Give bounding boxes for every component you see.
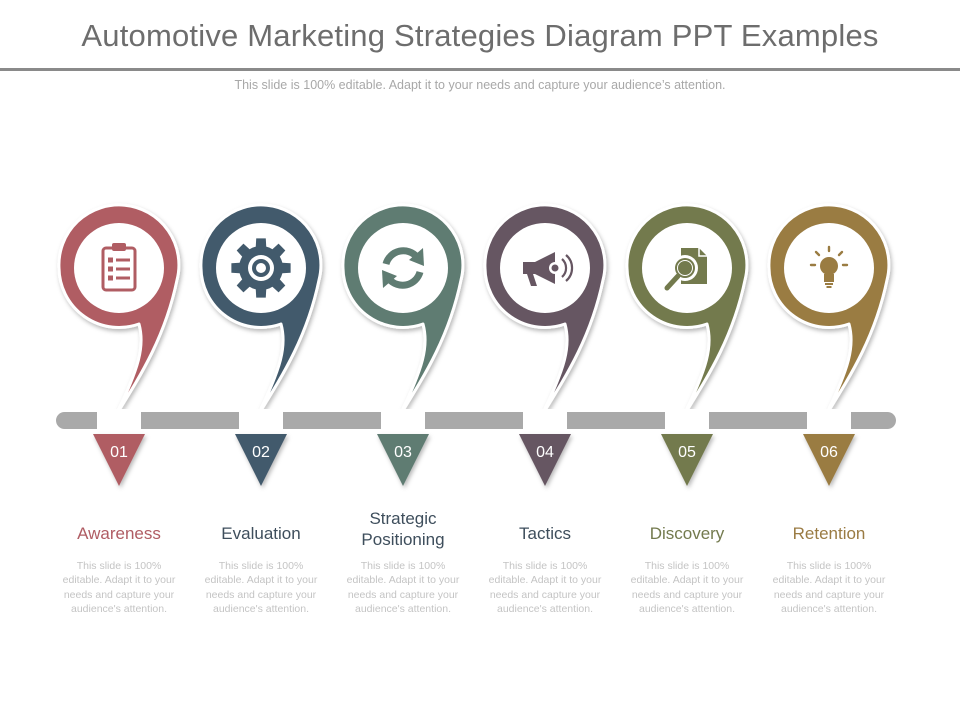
step-label: Discovery — [649, 524, 725, 543]
step-label: Retention — [792, 524, 866, 543]
step-number: 03 — [394, 444, 412, 461]
refresh-icon — [382, 247, 424, 289]
step-number: 05 — [678, 444, 696, 461]
step-label: Tactics — [519, 524, 571, 543]
document-search-icon — [664, 248, 707, 291]
megaphone-icon — [523, 252, 574, 286]
step-pin — [767, 203, 891, 417]
step-marker: 06 — [803, 409, 855, 486]
step-pin — [341, 203, 465, 417]
step-label: Evaluation — [221, 524, 301, 543]
timeline-bar — [56, 412, 896, 429]
step-description: This slide is 100% editable. Adapt it to… — [204, 560, 318, 615]
step-label: Strategic Positioning — [361, 509, 445, 549]
step-description: This slide is 100% editable. Adapt it to… — [630, 560, 744, 615]
page-subtitle: This slide is 100% editable. Adapt it to… — [234, 78, 726, 92]
step-marker: 02 — [235, 409, 287, 486]
step-pin — [483, 203, 607, 417]
step-pin — [625, 203, 749, 417]
title-divider — [0, 68, 960, 71]
page-title: Automotive Marketing Strategies Diagram … — [81, 18, 879, 53]
lightbulb-icon — [809, 245, 849, 288]
step-description: This slide is 100% editable. Adapt it to… — [346, 560, 460, 615]
step-number: 01 — [110, 444, 128, 461]
step-label: Awareness — [77, 524, 161, 543]
step-pin — [199, 203, 323, 417]
step-number: 06 — [820, 444, 838, 461]
step-marker: 01 — [93, 409, 145, 486]
step-number: 02 — [252, 444, 270, 461]
step-marker: 05 — [661, 409, 713, 486]
step-pin — [57, 203, 181, 417]
clipboard-icon — [101, 243, 137, 292]
step-description: This slide is 100% editable. Adapt it to… — [62, 560, 176, 615]
icon-circle — [358, 223, 448, 313]
step-marker: 03 — [377, 409, 429, 486]
gear-icon — [231, 238, 291, 298]
step-marker: 04 — [519, 409, 571, 486]
step-description: This slide is 100% editable. Adapt it to… — [488, 560, 602, 615]
step-description: This slide is 100% editable. Adapt it to… — [772, 560, 886, 615]
step-number: 04 — [536, 444, 554, 461]
